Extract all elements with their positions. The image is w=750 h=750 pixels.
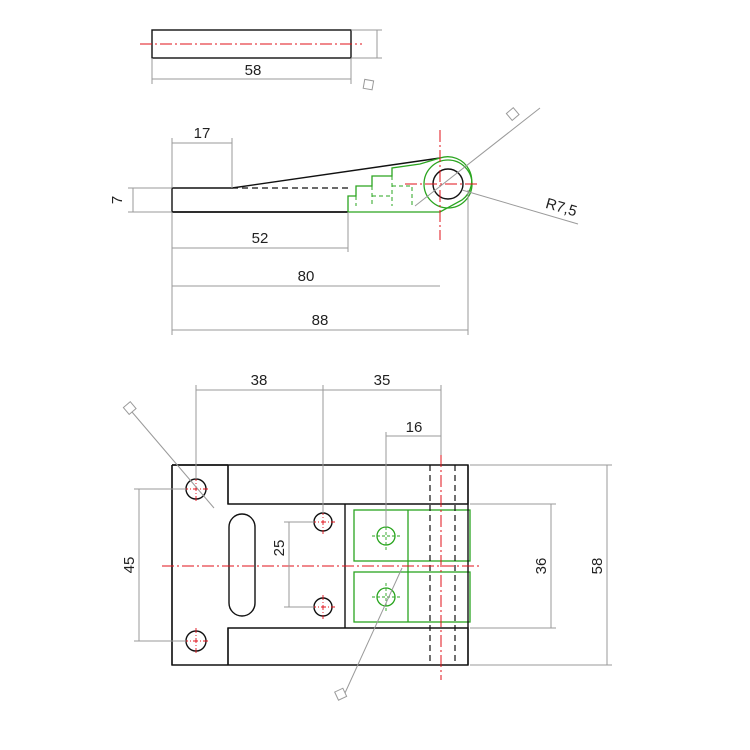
front-leader-bottom bbox=[344, 567, 403, 694]
square-outline-icon bbox=[362, 78, 375, 91]
side-dim-17: 17 bbox=[194, 125, 211, 142]
front-dim-35: 35 bbox=[374, 372, 391, 389]
front-dim-25: 25 bbox=[271, 540, 288, 557]
side-dim-52: 52 bbox=[252, 230, 269, 247]
front-outline bbox=[171, 464, 469, 666]
front-slot bbox=[228, 513, 256, 617]
square-outline-icon bbox=[122, 401, 137, 416]
side-view: R7,5 17 7 52 80 88 bbox=[109, 107, 579, 335]
side-dim-radius: R7,5 bbox=[544, 195, 579, 220]
front-dim-38: 38 bbox=[251, 372, 268, 389]
front-view: 38 35 16 45 25 36 58 bbox=[121, 372, 612, 701]
top-dim-58: 58 bbox=[245, 62, 262, 79]
side-leader-radius bbox=[461, 189, 579, 225]
front-dim-36: 36 bbox=[533, 558, 550, 575]
front-hole-centerlines bbox=[183, 476, 335, 654]
front-dim-58: 58 bbox=[589, 558, 606, 575]
front-hidden-lines bbox=[429, 465, 456, 665]
side-slope-edge bbox=[231, 157, 441, 189]
square-outline-icon bbox=[505, 107, 520, 122]
front-leader-top bbox=[131, 411, 215, 509]
side-dim-7: 7 bbox=[109, 196, 126, 204]
side-leader-weld bbox=[414, 107, 541, 207]
side-bar-outline bbox=[171, 187, 348, 213]
square-outline-icon bbox=[334, 687, 348, 701]
front-dim-45: 45 bbox=[121, 557, 138, 574]
front-dim-16: 16 bbox=[406, 419, 423, 436]
side-dim-80: 80 bbox=[298, 268, 315, 285]
top-view: 58 bbox=[140, 29, 382, 91]
side-dim-88: 88 bbox=[312, 312, 329, 329]
side-bracket-inner bbox=[355, 176, 413, 206]
